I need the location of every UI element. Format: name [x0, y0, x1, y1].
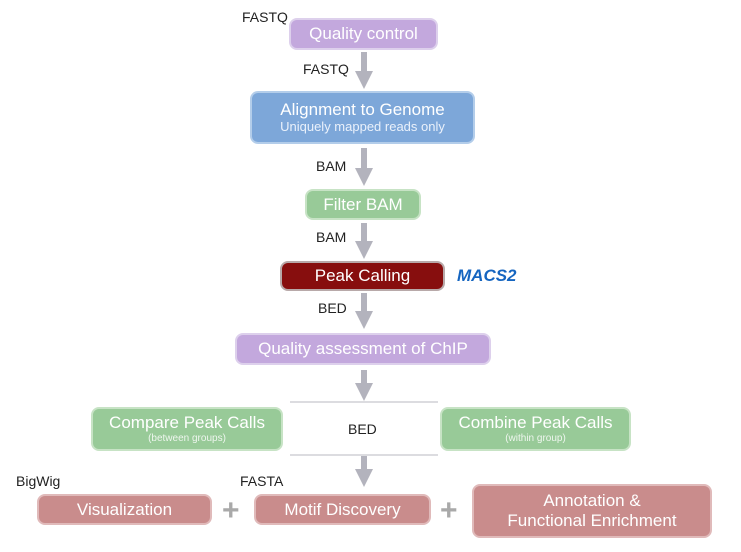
tool-label-macs2: MACS2 — [457, 266, 517, 285]
node-alignment: Alignment to Genome Uniquely mapped read… — [250, 91, 475, 144]
node-title-line2: Functional Enrichment — [507, 511, 677, 530]
node-peak-calling: Peak Calling — [280, 261, 445, 291]
node-title: Motif Discovery — [284, 499, 401, 519]
node-visualization: Visualization — [37, 494, 212, 525]
node-title: Alignment to Genome — [280, 100, 445, 120]
label-bigwig: BigWig — [16, 473, 61, 489]
node-quality-control: Quality control — [289, 18, 438, 50]
node-title-line1: Annotation & — [543, 491, 641, 511]
node-title: Peak Calling — [314, 266, 411, 286]
node-title: Combine Peak Calls — [458, 413, 613, 433]
node-title: Quality control — [309, 24, 418, 44]
node-filter-bam: Filter BAM — [305, 189, 421, 220]
node-annotation-enrichment: Annotation & Functional Enrichment — [472, 484, 712, 538]
label-bam-2: BAM — [316, 229, 347, 245]
label-bed-1: BED — [318, 300, 347, 316]
node-title: Compare Peak Calls — [109, 413, 265, 433]
node-subtitle: (within group) — [505, 433, 566, 445]
node-title: Quality assessment of ChIP — [258, 339, 468, 359]
node-title: Filter BAM — [323, 194, 403, 214]
node-title: Visualization — [76, 499, 173, 519]
node-subtitle: (between groups) — [148, 433, 226, 445]
label-bed-2: BED — [348, 421, 377, 437]
node-motif-discovery: Motif Discovery — [254, 494, 431, 525]
node-quality-assessment: Quality assessment of ChIP — [235, 333, 491, 365]
plus-connector-2: + — [440, 494, 458, 527]
label-bam-1: BAM — [316, 158, 347, 174]
node-combine-peak-calls: Combine Peak Calls (within group) — [440, 407, 631, 451]
node-compare-peak-calls: Compare Peak Calls (between groups) — [91, 407, 283, 451]
label-fastq-input: FASTQ — [242, 9, 288, 25]
label-fastq: FASTQ — [303, 61, 349, 77]
label-fasta: FASTA — [240, 473, 284, 489]
node-subtitle: Uniquely mapped reads only — [280, 118, 445, 134]
plus-connector-1: + — [222, 494, 240, 527]
